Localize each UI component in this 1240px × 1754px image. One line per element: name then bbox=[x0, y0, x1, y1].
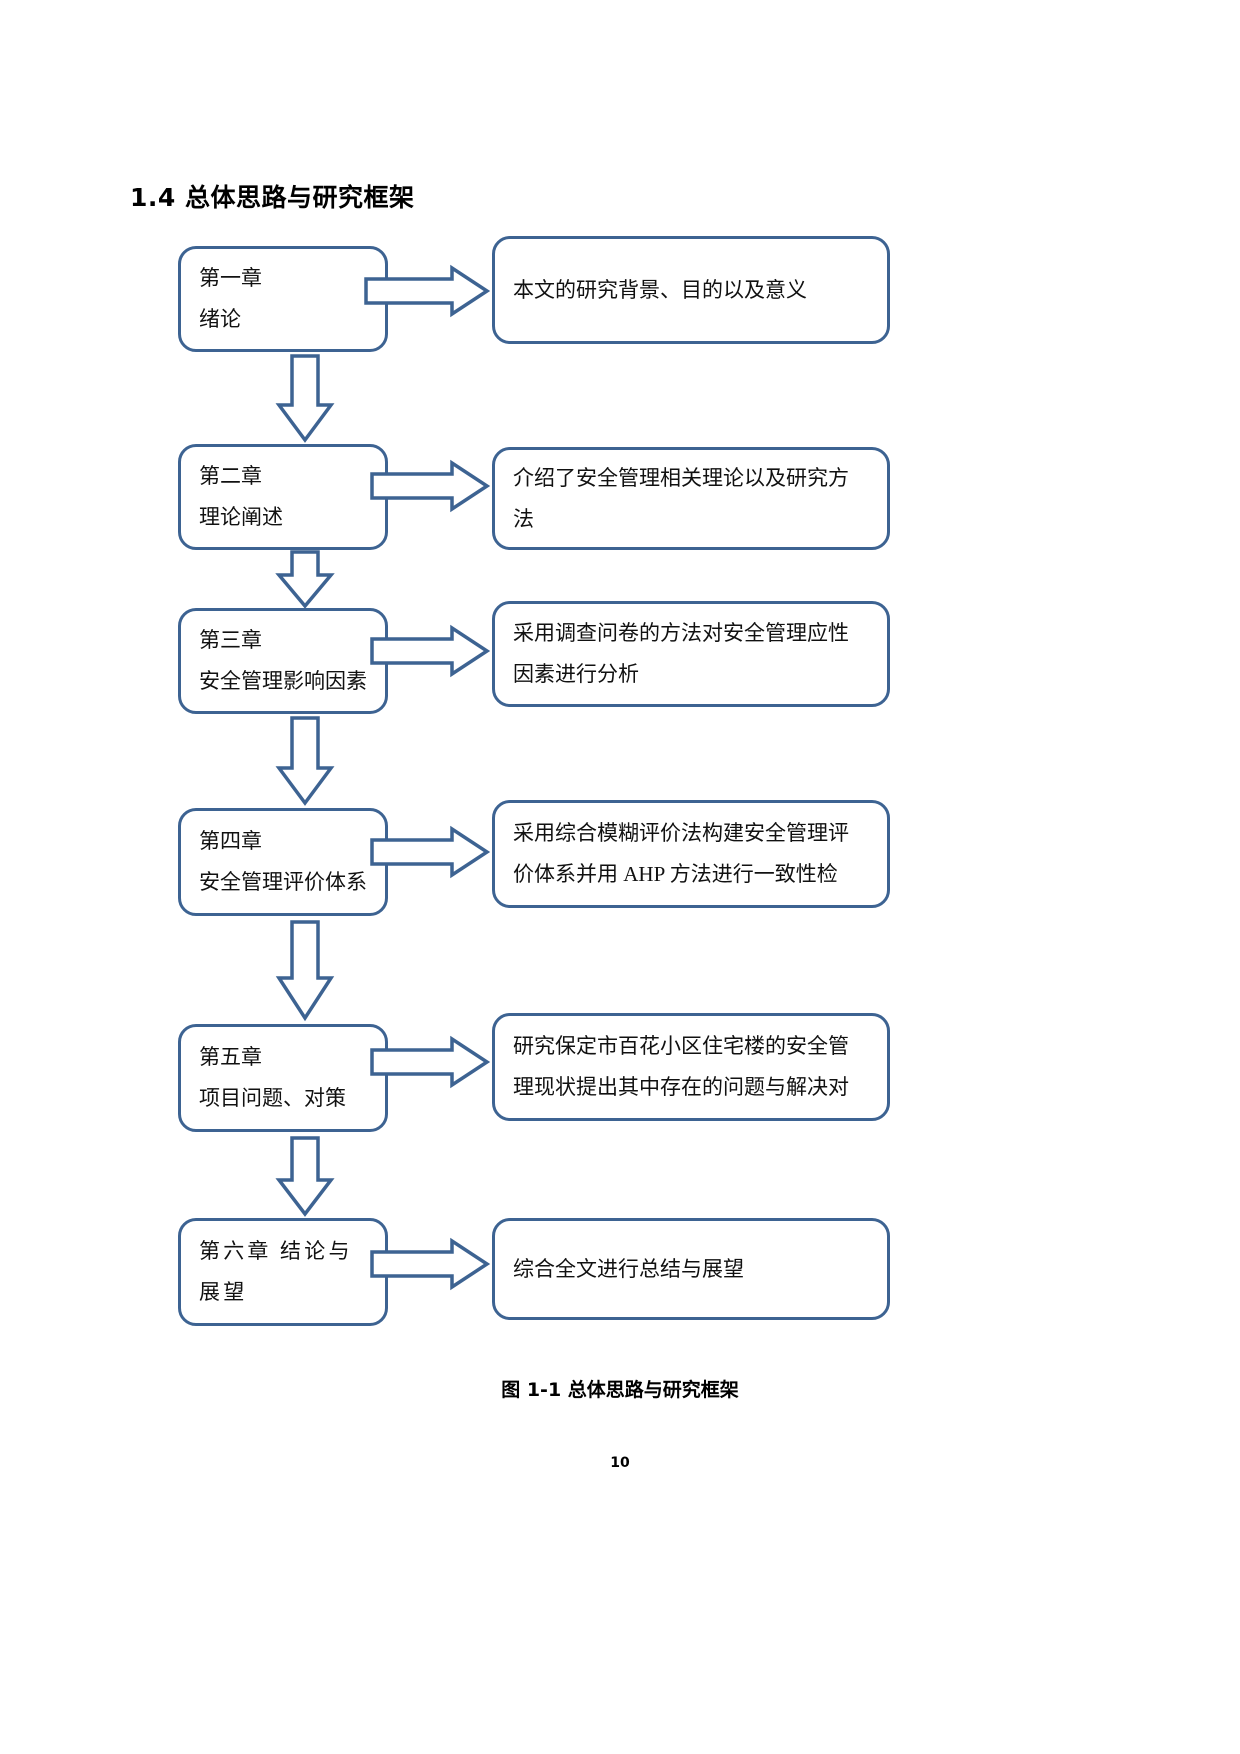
chapter-6-line-1: 第六章 结论与 bbox=[199, 1239, 353, 1263]
chapter-1-line-1: 第一章 bbox=[199, 266, 262, 290]
figure-caption: 图 1-1 总体思路与研究框架 bbox=[501, 1379, 739, 1401]
right-arrow-row-6 bbox=[370, 1237, 491, 1291]
flow-node-chapter-2[interactable]: 第二章 理论阐述 bbox=[178, 444, 388, 550]
flow-node-chapter-4[interactable]: 第四章 安全管理评价体系 bbox=[178, 808, 388, 916]
chapter-4-line-2: 安全管理评价体系 bbox=[199, 870, 367, 894]
flow-node-description-4[interactable]: 采用综合模糊评价法构建安全管理评 价体系并用 AHP 方法进行一致性检 bbox=[492, 800, 890, 908]
chapter-5-line-2: 项目问题、对策 bbox=[199, 1086, 346, 1110]
chapter-2-line-2: 理论阐述 bbox=[199, 505, 283, 529]
chapter-2-line-1: 第二章 bbox=[199, 464, 262, 488]
down-arrow-chapter4-to-chapter5 bbox=[275, 920, 335, 1022]
section-heading: 1.4 总体思路与研究框架 bbox=[130, 183, 415, 212]
description-5-line-1: 研究保定市百花小区住宅楼的安全管 bbox=[513, 1034, 849, 1058]
description-3-line-1: 采用调查问卷的方法对安全管理应性 bbox=[513, 621, 849, 645]
right-arrow-row-4 bbox=[370, 825, 491, 879]
description-2-line-2: 法 bbox=[513, 506, 534, 531]
flow-node-chapter-3[interactable]: 第三章 安全管理影响因素 bbox=[178, 608, 388, 714]
down-arrow-chapter2-to-chapter3 bbox=[275, 550, 335, 609]
chapter-5-line-1: 第五章 bbox=[199, 1045, 262, 1069]
flow-node-description-3[interactable]: 采用调查问卷的方法对安全管理应性 因素进行分析 bbox=[492, 601, 890, 707]
description-5-line-2: 理现状提出其中存在的问题与解决对 bbox=[513, 1075, 849, 1099]
description-1-line-1: 本文的研究背景、目的以及意义 bbox=[513, 277, 807, 302]
flow-node-description-5[interactable]: 研究保定市百花小区住宅楼的安全管 理现状提出其中存在的问题与解决对 bbox=[492, 1013, 890, 1121]
chapter-3-line-2: 安全管理影响因素 bbox=[199, 669, 367, 693]
chapter-6-line-2: 展望 bbox=[199, 1280, 248, 1304]
chapter-3-line-1: 第三章 bbox=[199, 628, 262, 652]
description-6-line-1: 综合全文进行总结与展望 bbox=[513, 1256, 744, 1281]
description-4-line-1: 采用综合模糊评价法构建安全管理评 bbox=[513, 821, 849, 845]
flow-node-description-1[interactable]: 本文的研究背景、目的以及意义 bbox=[492, 236, 890, 344]
down-arrow-chapter3-to-chapter4 bbox=[275, 716, 335, 806]
flow-node-description-2[interactable]: 介绍了安全管理相关理论以及研究方 法 bbox=[492, 447, 890, 550]
down-arrow-chapter1-to-chapter2 bbox=[275, 354, 335, 443]
page-number: 10 bbox=[610, 1455, 630, 1471]
right-arrow-row-3 bbox=[370, 624, 491, 678]
flow-node-chapter-5[interactable]: 第五章 项目问题、对策 bbox=[178, 1024, 388, 1132]
description-2-line-1: 介绍了安全管理相关理论以及研究方 bbox=[513, 465, 849, 490]
chapter-1-line-2: 绪论 bbox=[199, 307, 241, 331]
description-4-line-2: 价体系并用 AHP 方法进行一致性检 bbox=[513, 862, 838, 886]
flow-node-chapter-1[interactable]: 第一章 绪论 bbox=[178, 246, 388, 352]
right-arrow-row-5 bbox=[370, 1035, 491, 1089]
right-arrow-row-2 bbox=[370, 459, 491, 513]
description-3-line-2: 因素进行分析 bbox=[513, 662, 639, 686]
chapter-4-line-1: 第四章 bbox=[199, 829, 262, 853]
flow-node-chapter-6[interactable]: 第六章 结论与 展望 bbox=[178, 1218, 388, 1326]
flow-node-description-6[interactable]: 综合全文进行总结与展望 bbox=[492, 1218, 890, 1320]
down-arrow-chapter5-to-chapter6 bbox=[275, 1136, 335, 1217]
